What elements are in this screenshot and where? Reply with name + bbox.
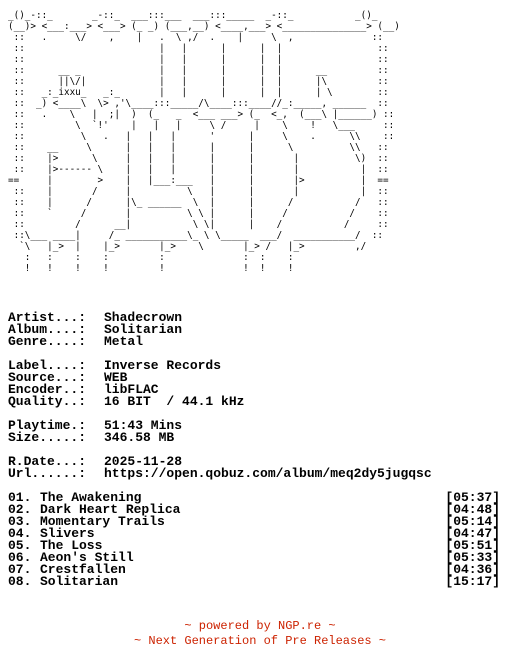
track-duration: [05:37] <box>445 490 500 505</box>
track-number: 01. <box>8 490 32 505</box>
info-key: Quality..: <box>8 394 87 409</box>
info-value: https://open.qobuz.com/album/meq2dy5jugq… <box>104 466 432 481</box>
track-title: Solitarian <box>40 574 119 589</box>
info-value: 346.58 MB <box>104 430 175 445</box>
info-key: Genre....: <box>8 334 87 349</box>
track-number: 04. <box>8 526 32 541</box>
track-duration: [15:17] <box>445 574 500 589</box>
track-row: 07. Crestfallen [04:36] <box>8 562 508 577</box>
info-value: Inverse Records <box>104 358 222 373</box>
info-row-size: Size.....: 346.58 MB <box>8 430 508 445</box>
info-row-url: Url......: https://open.qobuz.com/album/m… <box>8 466 508 481</box>
info-value: WEB <box>104 370 128 385</box>
track-row: 08. Solitarian [15:17] <box>8 574 508 589</box>
track-row: 04. Slivers [04:47] <box>8 526 508 541</box>
info-key: Label....: <box>8 358 87 373</box>
release-info-group-2: Label....:Inverse Records Source...:WEB … <box>8 358 508 409</box>
info-row-label: Label....: Inverse Records <box>8 358 508 373</box>
track-row: 02. Dark Heart Replica [04:48] <box>8 502 508 517</box>
info-value: Shadecrown <box>104 310 183 325</box>
info-value: 16 BIT / 44.1 kHz <box>104 394 245 409</box>
info-row-album: Album....: Solitarian <box>8 322 508 337</box>
track-title: Dark Heart Replica <box>40 502 181 517</box>
track-duration: [05:33] <box>445 550 500 565</box>
info-key: Url......: <box>8 466 87 481</box>
release-info-group-1: Artist...: Shadecrown Album....: Solitaria… <box>8 310 508 349</box>
info-row-release-date: R.Date...: 2025-11-28 <box>8 454 508 469</box>
track-number: 03. <box>8 514 32 529</box>
track-duration: [05:14] <box>445 514 500 529</box>
track-row: 03. Momentary Trails [05:14] <box>8 514 508 529</box>
info-key: Size.....: <box>8 430 87 445</box>
info-value: Solitarian <box>104 322 183 337</box>
track-title: Slivers <box>40 526 95 541</box>
info-key: Source...: <box>8 370 87 385</box>
info-key: Encoder..: <box>8 382 87 397</box>
track-number: 07. <box>8 562 32 577</box>
release-info-group-4: R.Date...: 2025-11-28 Url......: https://o… <box>8 454 508 481</box>
track-title: Aeon's Still <box>40 550 134 565</box>
track-title: Crestfallen <box>40 562 126 577</box>
track-duration: [04:47] <box>445 526 500 541</box>
info-key: Album....: <box>8 322 87 337</box>
info-row-playtime: Playtime.: 51:43 Mins <box>8 418 508 433</box>
info-row-quality: Quality..: 16 BIT / 44.1 kHz <box>8 394 508 409</box>
track-number: 05. <box>8 538 32 553</box>
track-number: 02. <box>8 502 32 517</box>
info-row-artist: Artist...: Shadecrown <box>8 310 508 325</box>
info-key: R.Date...: <box>8 454 87 469</box>
footer-powered-by: ~ powered by NGP.re ~ <box>184 619 336 633</box>
release-info-group-3: Playtime.: 51:43 Mins Size.....: 346.58 MB <box>8 418 508 445</box>
tracklist: 01. The Awakening [05:37] 02. Dark Heart Re… <box>8 490 508 589</box>
track-duration: [04:36] <box>445 562 500 577</box>
track-number: 08. <box>8 574 32 589</box>
info-value: libFLAC <box>104 382 159 397</box>
track-number: 06. <box>8 550 32 565</box>
track-title: Momentary Trails <box>40 514 165 529</box>
info-value: 2025-11-28 <box>104 454 183 469</box>
track-title: The Awakening <box>40 490 142 505</box>
track-row: 01. The Awakening [05:37] <box>8 490 508 505</box>
track-title: The Loss <box>40 538 103 553</box>
track-duration: [05:51] <box>445 538 500 553</box>
info-value: 51:43 Mins <box>104 418 183 433</box>
info-row-encoder: Encoder..: libFLAC <box>8 382 508 397</box>
ascii-logo-art: _()_-::_ _-::_ ___:::___ ___:::_____ _-:… <box>8 10 400 274</box>
track-row: 05. The Loss [05:51] <box>8 538 508 553</box>
footer-tagline: ~ Next Generation of Pre Releases ~ <box>133 634 387 648</box>
info-key: Playtime.: <box>8 418 87 433</box>
footer: ~ powered by NGP.re ~ ~ Next Generation … <box>0 619 520 649</box>
track-row: 06. Aeon's Still [05:33] <box>8 550 508 565</box>
info-value: Metal <box>104 334 144 349</box>
track-duration: [04:48] <box>445 502 500 517</box>
info-row-genre: Genre....: Metal <box>8 334 508 349</box>
info-key: Artist...: <box>8 310 87 325</box>
info-row-source: Source...: WEB <box>8 370 508 385</box>
